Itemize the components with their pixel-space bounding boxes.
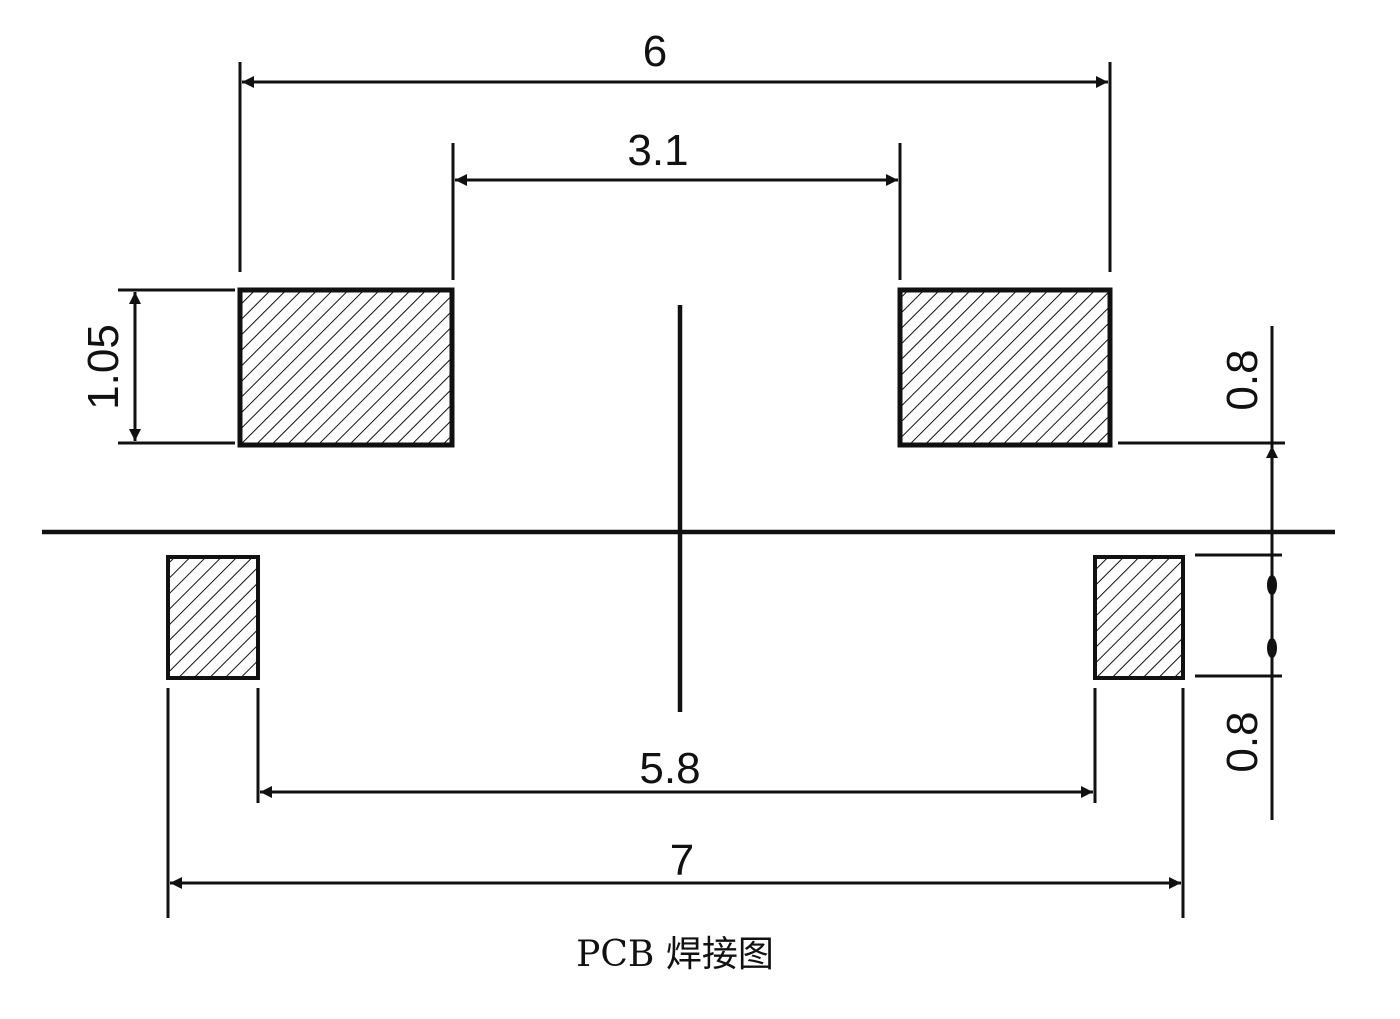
dimension-label: 5.8	[639, 744, 700, 793]
dimension-5-8: 5.8	[256, 688, 1097, 803]
dimension-6: 6	[238, 27, 1112, 272]
dimension-label: 0.8	[1218, 349, 1267, 410]
dimension-label: 1.05	[79, 324, 128, 410]
pad-top-right	[897, 287, 1113, 448]
dimension-3-1: 3.1	[451, 126, 902, 280]
pad-bottom-left	[166, 555, 260, 680]
dimension-label: 3.1	[627, 126, 688, 175]
dimension-label: 0.8	[1218, 711, 1267, 772]
dimension-7: 7	[166, 688, 1185, 918]
dimension-label: 6	[643, 27, 667, 76]
dimension-1-05: 1.05	[79, 288, 235, 445]
diagram-caption: PCB 焊接图	[576, 934, 774, 975]
dimension-0-8-right: 0.8 0.8	[1118, 326, 1285, 820]
pad-bottom-right	[1093, 555, 1185, 680]
pad-top-left	[237, 287, 455, 448]
dimension-label: 7	[670, 836, 694, 885]
